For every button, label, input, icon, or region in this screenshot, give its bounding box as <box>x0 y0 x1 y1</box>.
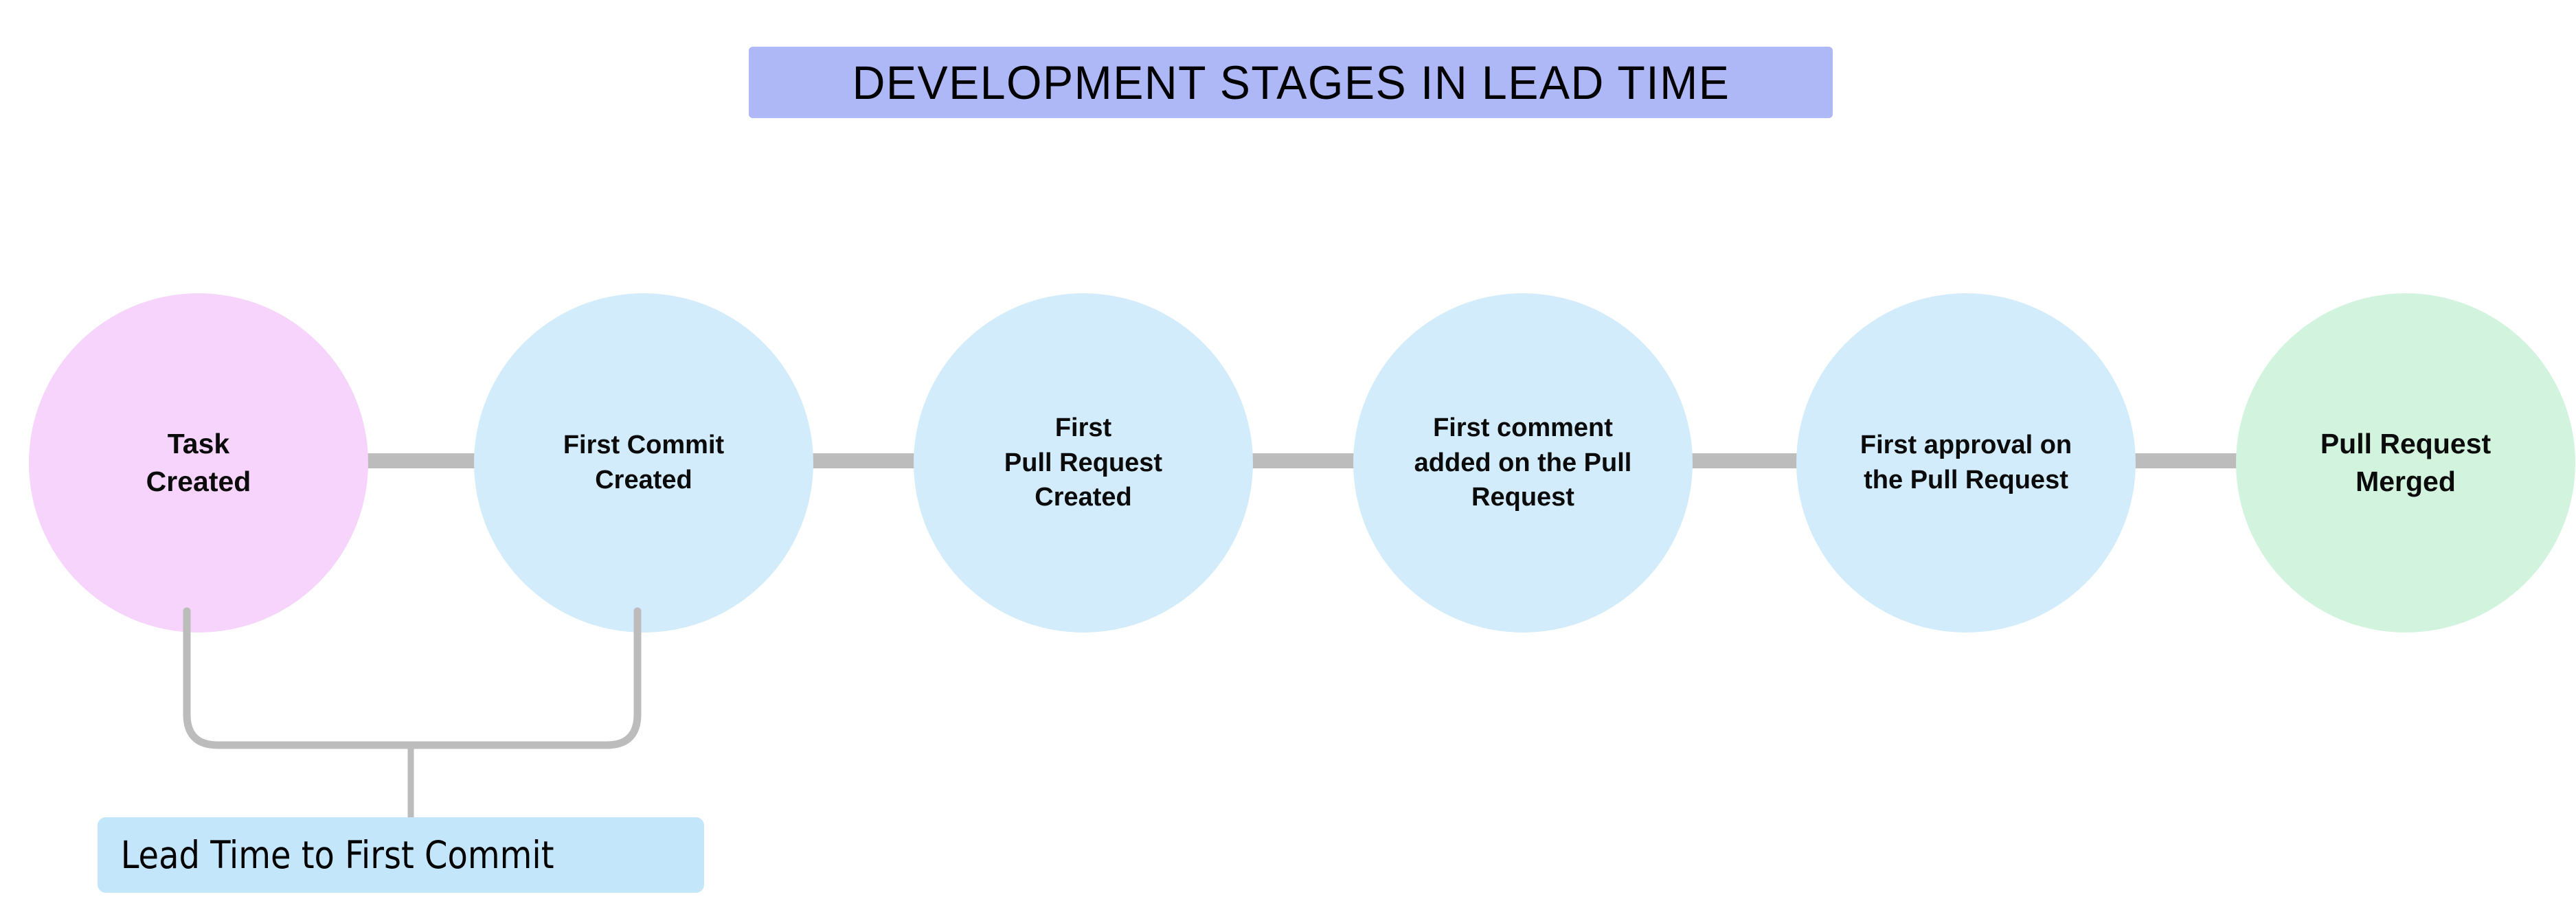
connector-4 <box>1673 453 1814 468</box>
lead-time-bracket <box>183 607 642 817</box>
page-title: DEVELOPMENT STAGES IN LEAD TIME <box>852 56 1730 109</box>
stage-label: First approval on the Pull Request <box>1860 431 2072 494</box>
stage-first-pull-request[interactable]: First Pull Request Created <box>914 293 1253 633</box>
connector-2 <box>790 453 931 468</box>
stage-first-comment[interactable]: First comment added on the Pull Request <box>1353 293 1693 633</box>
stage-label: Task Created <box>146 428 251 497</box>
connector-3 <box>1233 453 1370 468</box>
lead-time-label-text: Lead Time to First Commit <box>120 832 554 877</box>
connector-5 <box>2116 453 2253 468</box>
stage-first-approval[interactable]: First approval on the Pull Request <box>1796 293 2136 633</box>
diagram-title-banner: DEVELOPMENT STAGES IN LEAD TIME <box>749 47 1833 118</box>
lead-time-label-box[interactable]: Lead Time to First Commit <box>98 817 704 893</box>
stage-label: First Pull Request Created <box>1004 413 1163 512</box>
stage-label: First comment added on the Pull Request <box>1414 413 1632 512</box>
stage-label: Pull Request Merged <box>2320 428 2492 497</box>
stage-label: First Commit Created <box>563 431 725 494</box>
connector-1 <box>343 453 491 468</box>
stage-pull-request-merged[interactable]: Pull Request Merged <box>2236 293 2575 633</box>
bracket-path <box>183 607 642 749</box>
stage-task-created[interactable]: Task Created <box>29 293 368 633</box>
stage-first-commit[interactable]: First Commit Created <box>474 293 813 633</box>
